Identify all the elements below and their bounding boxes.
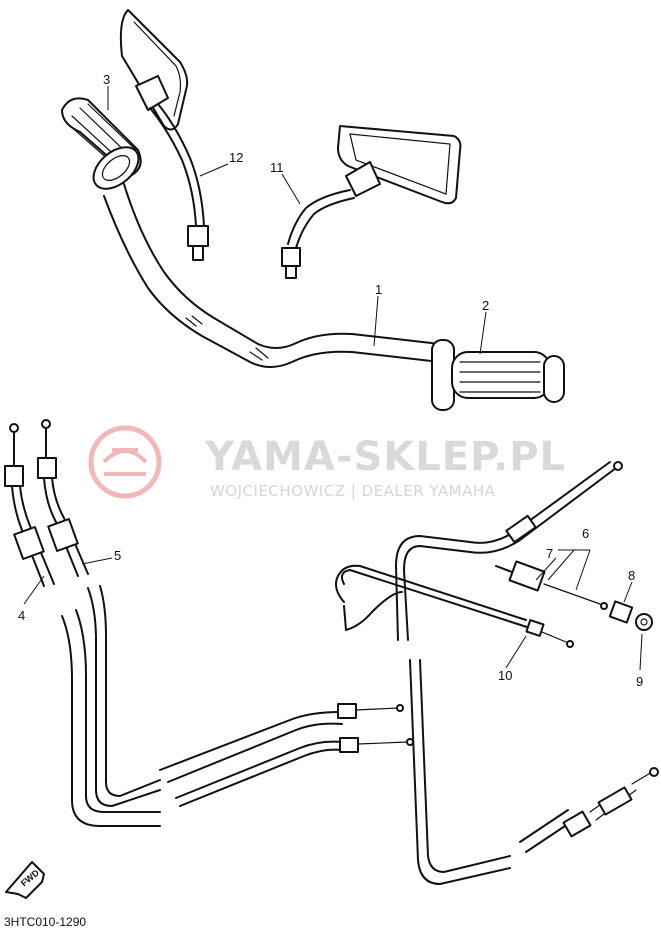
callout-2: 2 [482,298,489,313]
callout-5: 5 [114,548,121,563]
grip-left [61,97,142,190]
callout-10: 10 [498,668,512,683]
callout-6: 6 [582,526,589,541]
callout-12: 12 [229,150,243,165]
callout-8: 8 [628,568,635,583]
leader-lines [23,86,643,671]
cable-end-lower-right [519,767,659,853]
clutch-cable [395,461,623,885]
watermark-subtitle: WOJCIECHOWICZ | DEALER YAMAHA [210,482,496,500]
mirror-left [119,9,209,261]
arrow-left-icon [5,861,45,899]
cable-left-4 [4,423,161,827]
cable-10 [335,564,574,648]
grip-right [431,339,565,411]
callout-7: 7 [546,546,553,561]
callout-9: 9 [636,674,643,689]
handlebar [103,183,441,368]
callouts: 3 12 11 1 2 4 5 6 7 8 9 10 [18,72,643,689]
fwd-arrow-badge: FWD [5,861,45,899]
mirror-right [281,125,462,279]
watermark-title: YAMA-SKLEP.PL [204,434,566,480]
adjuster-assembly [495,560,653,631]
yamaha-logo-icon [88,425,162,499]
throttle-cables [159,703,414,807]
callout-1: 1 [375,282,382,297]
diagram-code: 3HTC010-1290 [4,915,86,929]
cable-left-5 [37,419,161,807]
callout-11: 11 [270,160,284,175]
watermark: YAMA-SKLEP.PL WOJCIECHOWICZ | DEALER YAM… [88,425,566,500]
callout-3: 3 [103,72,110,87]
callout-4: 4 [18,608,25,623]
